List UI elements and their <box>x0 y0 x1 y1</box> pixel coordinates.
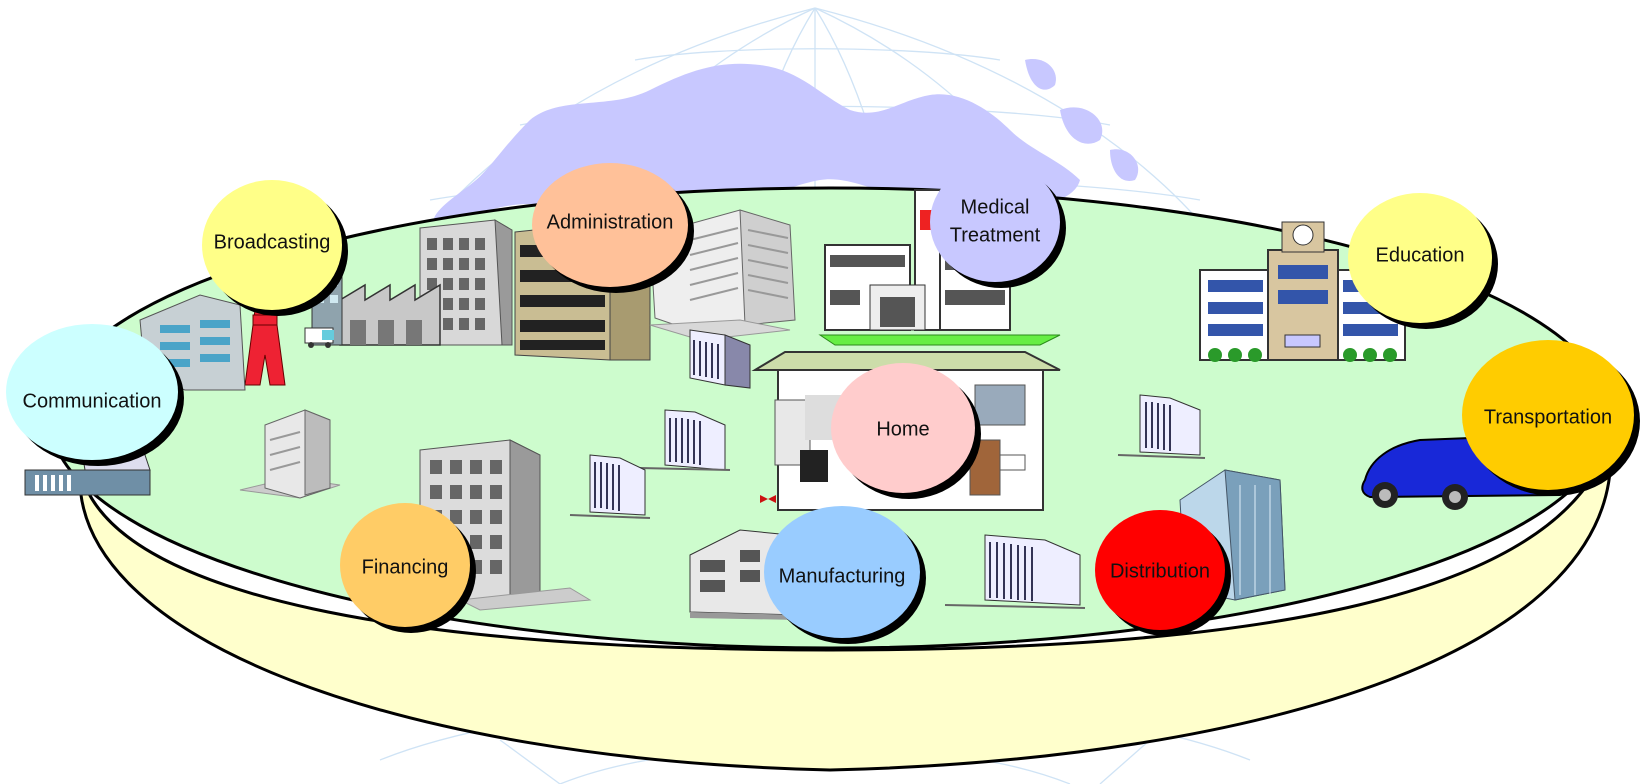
bubble-transportation: Transportation <box>1462 340 1640 496</box>
bubble-distribution: Distribution <box>1095 510 1231 636</box>
label-communication: Communication <box>23 390 162 412</box>
blue-office-small-2 <box>639 409 731 471</box>
small-office-building <box>239 409 341 499</box>
glass-tower <box>1179 469 1286 601</box>
bubble-education: Education <box>1348 193 1498 329</box>
bubble-medical-treatment: Medical Treatment <box>930 162 1066 288</box>
bubble-broadcasting: Broadcasting <box>202 180 348 316</box>
factory-icon <box>304 269 441 348</box>
label-broadcasting: Broadcasting <box>214 231 331 253</box>
label-distribution: Distribution <box>1110 560 1210 582</box>
hospital-building <box>818 189 1061 346</box>
blue-office-small-3 <box>569 454 651 519</box>
bubble-administration: Administration <box>532 163 694 293</box>
blue-office-wide <box>944 534 1086 609</box>
bubble-communication: Communication <box>6 324 184 466</box>
label-home: Home <box>876 418 929 440</box>
bubble-financing: Financing <box>340 503 476 633</box>
bubble-manufacturing: Manufacturing <box>764 506 926 644</box>
label-medical-line2: Treatment <box>950 224 1041 246</box>
label-administration: Administration <box>547 211 674 233</box>
label-manufacturing: Manufacturing <box>779 565 906 587</box>
label-transportation: Transportation <box>1484 406 1612 428</box>
blue-office-small-1 <box>689 329 751 389</box>
label-financing: Financing <box>362 556 449 578</box>
blue-office-small-4 <box>1117 394 1206 459</box>
tv-tower-icon <box>244 309 286 386</box>
bubble-broadcasting-fill <box>202 180 342 310</box>
bubble-home: Home <box>831 363 981 499</box>
label-education: Education <box>1376 244 1465 266</box>
label-medical-line1: Medical <box>961 196 1030 218</box>
